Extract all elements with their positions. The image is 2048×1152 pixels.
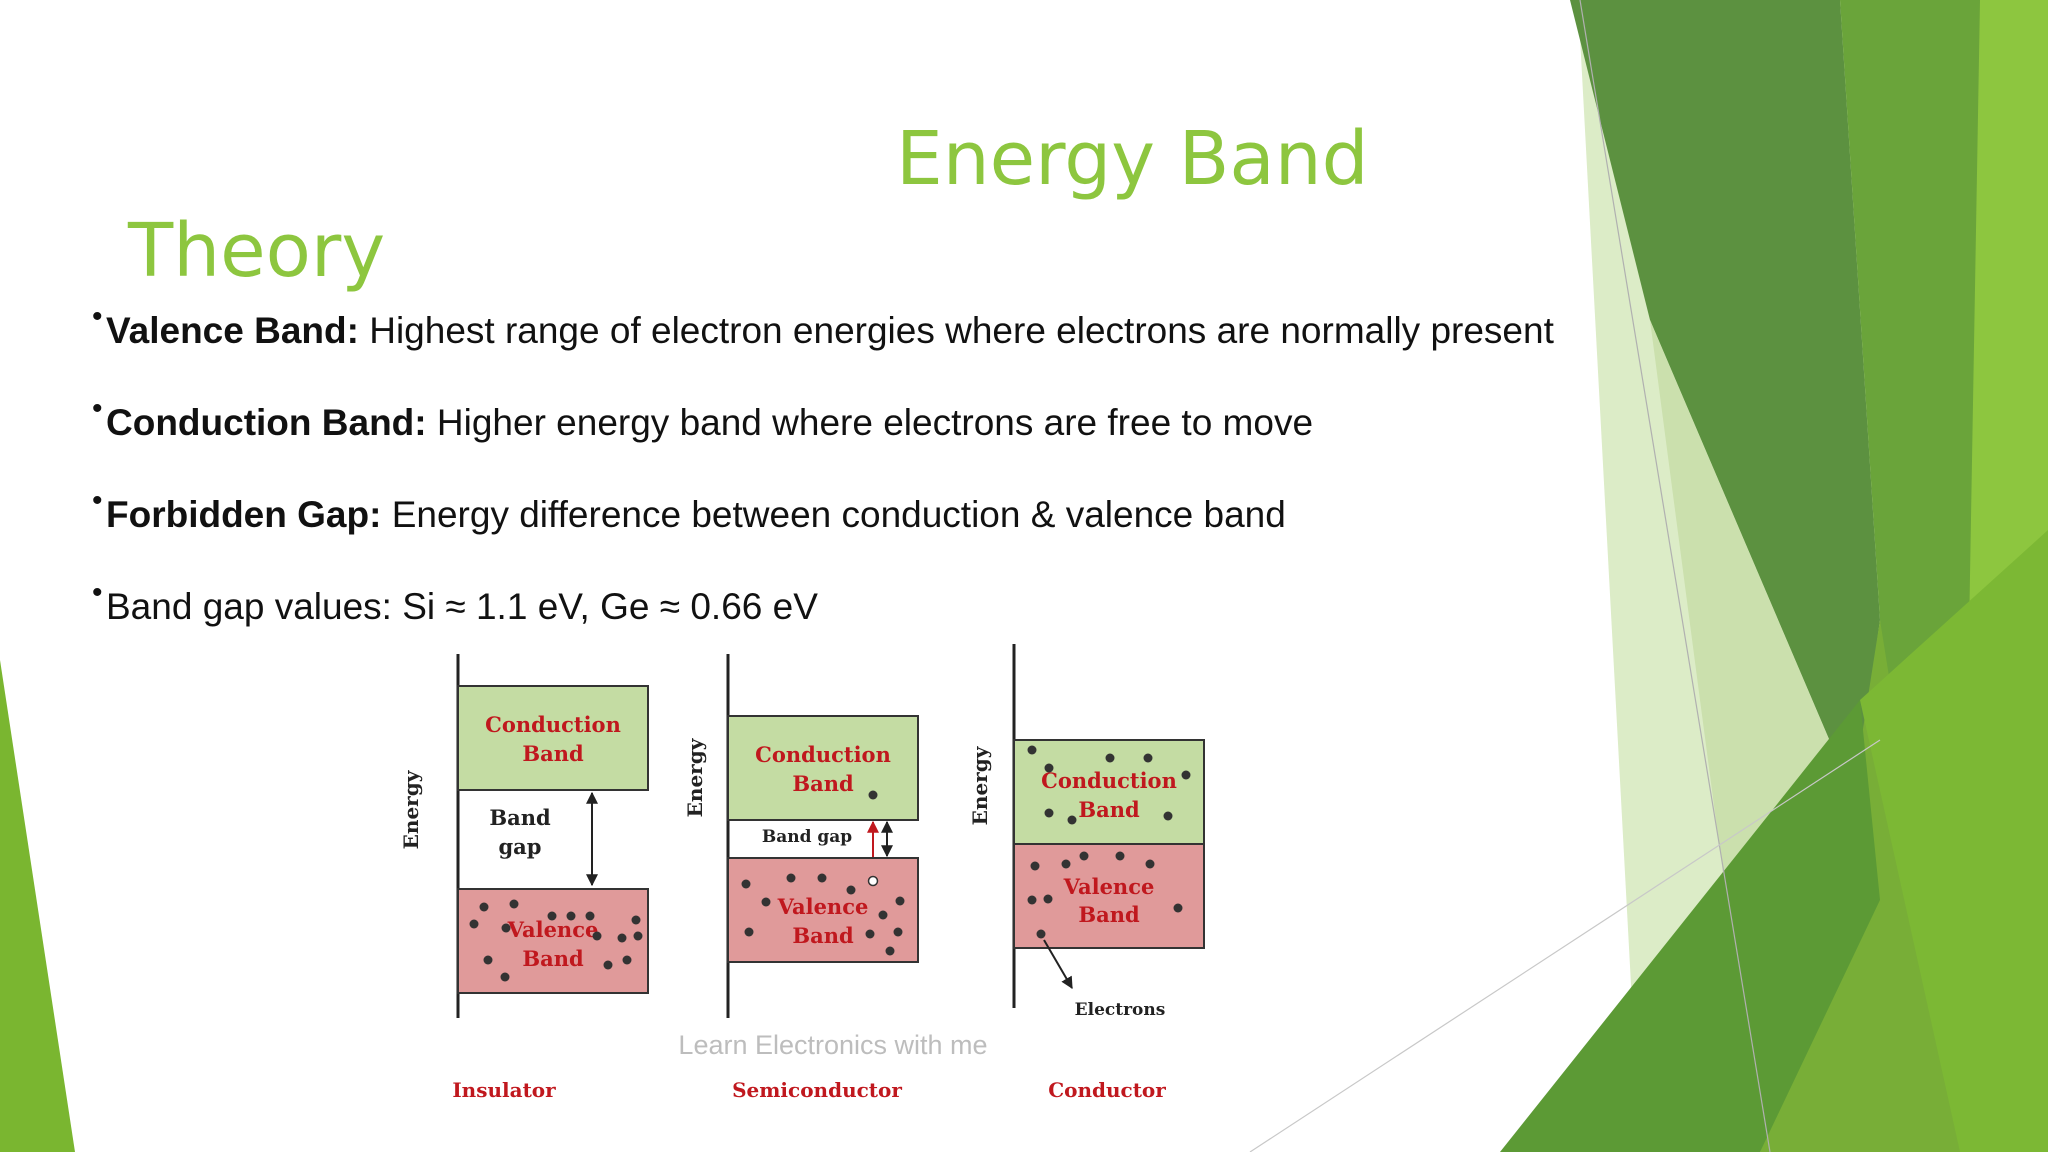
energy-axis-label: Energy [683, 737, 707, 817]
bullet-band-gap-values: • Band gap values: Si ≈ 1.1 eV, Ge ≈ 0.6… [92, 578, 1652, 674]
electron-dots [1027, 745, 1191, 939]
left-green-shape [0, 660, 75, 1152]
bullet-list: • Valence Band: Highest range of electro… [92, 302, 1652, 674]
bullet-dot: • [92, 484, 103, 517]
electron-dots [469, 899, 643, 982]
right-panel-dark [1570, 0, 1880, 800]
excited-electron-dot [868, 790, 878, 800]
bullet-term: Forbidden Gap: [106, 494, 382, 535]
band-gap-label: Band [489, 805, 551, 830]
energy-axis-label: Energy [399, 769, 423, 849]
electrons-label: Electrons [1075, 1000, 1166, 1020]
conduction-band-label: Band [1078, 797, 1140, 822]
valence-band-label: Valence [507, 917, 599, 942]
energy-axis-label: Energy [968, 745, 992, 825]
conductor-panel: Energy Conduction Band Valence Band Elec… [968, 644, 1205, 1102]
bullet-forbidden-gap: • Forbidden Gap: Energy difference betwe… [92, 486, 1652, 582]
panel-label-semiconductor: Semiconductor [732, 1078, 902, 1102]
hole-marker [867, 875, 879, 887]
bullet-conduction-band: • Conduction Band: Higher energy band wh… [92, 394, 1652, 490]
band-gap-label: Band gap [762, 827, 852, 847]
panel-label-conductor: Conductor [1048, 1078, 1166, 1102]
bullet-description: Higher energy band where electrons are f… [426, 402, 1314, 443]
bullet-description: Band gap values: Si ≈ 1.1 eV, Ge ≈ 0.66 … [106, 586, 818, 627]
watermark: Learn Electronics with me [678, 1030, 987, 1060]
bullet-term: Conduction Band: [106, 402, 427, 443]
valence-band-label: Valence [777, 894, 869, 919]
conduction-band-box [457, 685, 649, 791]
bullet-dot: • [92, 300, 103, 333]
right-panel-bottom-dark [1500, 700, 1880, 1152]
conduction-band-label: Conduction [755, 742, 891, 767]
band-gap-label: gap [499, 834, 542, 859]
semiconductor-panel: Energy Conduction Band Band gap Valence … [678, 654, 988, 1102]
conduction-band-label: Conduction [485, 712, 621, 737]
valence-band-label: Band [792, 923, 854, 948]
electrons-pointer-arrow [1043, 939, 1073, 990]
bullet-description: Energy difference between conduction & v… [381, 494, 1286, 535]
insulator-panel: Energy Conduction Band Band gap Valence … [399, 654, 649, 1102]
bullet-valence-band: • Valence Band: Highest range of electro… [92, 302, 1652, 398]
right-panel-corner [1860, 530, 2048, 1152]
conduction-band-label: Band [522, 741, 584, 766]
valence-band-box [457, 888, 649, 994]
bullet-dot: • [92, 576, 103, 609]
conduction-band-box [727, 715, 919, 821]
bullet-dot: • [92, 392, 103, 425]
slide-title-line-1: Energy Band [896, 116, 1369, 202]
slide-title-line-2: Theory [128, 208, 386, 294]
bullet-term: Valence Band: [106, 310, 359, 351]
bullet-description: Highest range of electron energies where… [358, 310, 1554, 351]
energy-band-diagram: Energy Conduction Band Band gap Valence … [399, 644, 1205, 1102]
thin-line-1 [1579, 0, 1771, 1152]
valence-band-label: Valence [1063, 874, 1155, 899]
panel-label-insulator: Insulator [452, 1078, 556, 1102]
conduction-band-label: Conduction [1041, 768, 1177, 793]
electron-dots [741, 873, 905, 956]
thin-line-2 [1249, 739, 1881, 1152]
valence-band-label: Band [522, 946, 584, 971]
valence-band-label: Band [1078, 902, 1140, 927]
conduction-band-label: Band [792, 771, 854, 796]
valence-band-box [1013, 843, 1205, 949]
